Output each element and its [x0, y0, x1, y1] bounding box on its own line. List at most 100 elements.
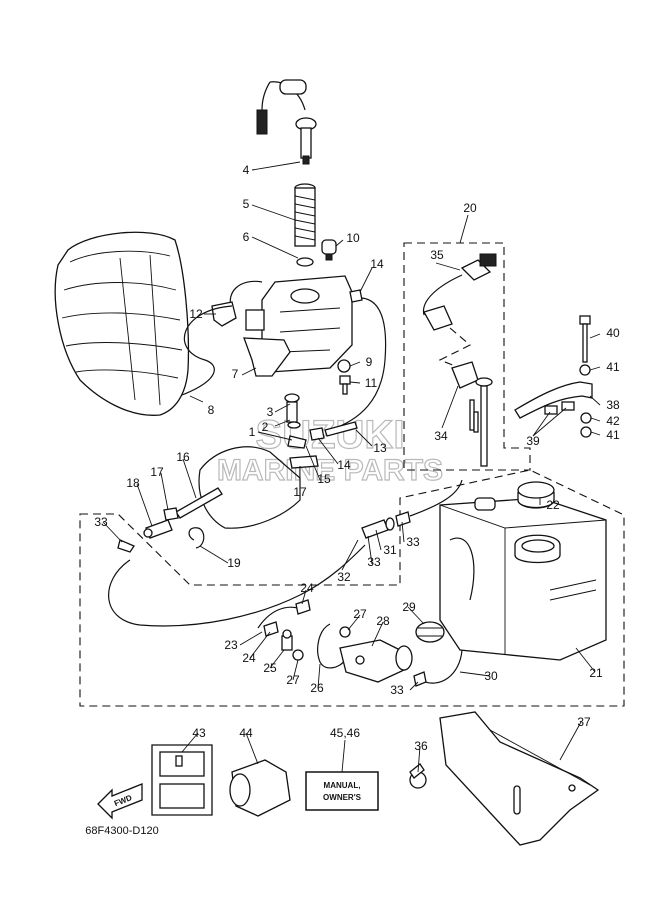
callout-25: 25: [263, 661, 277, 675]
callout-17-right: 17: [293, 485, 307, 499]
part-22-cap: [517, 481, 555, 509]
callout-33-left: 33: [94, 515, 108, 529]
part-19-clip: [188, 527, 205, 549]
callout-1: 1: [249, 425, 256, 439]
callout-19: 19: [227, 556, 241, 570]
diagram-code: 68F4300-D120: [85, 825, 158, 837]
callout-40: 40: [606, 326, 620, 340]
callout-21: 21: [589, 666, 603, 680]
part-6-oring: [296, 257, 314, 267]
callout-11: 11: [365, 376, 378, 390]
callout-37: 37: [577, 715, 591, 729]
part-41-washer-lower: [580, 426, 592, 438]
callout-27-lower: 27: [286, 673, 300, 687]
upper-return-hose: [409, 479, 463, 517]
callout-31: 31: [383, 543, 397, 557]
callout-3: 3: [267, 405, 274, 419]
callout-42: 42: [606, 414, 620, 428]
callout-13: 13: [373, 441, 387, 455]
group-20-outline: [403, 242, 531, 471]
lower-cowl-outline: [198, 446, 301, 529]
group-20-dashed-lead: [438, 327, 471, 369]
fwd-arrow: FWD: [97, 783, 143, 820]
callout-14-lower: 14: [337, 458, 351, 472]
callout-8: 8: [208, 403, 215, 417]
part-1-oil-tank-assy: [229, 275, 353, 373]
part-21-oil-tank: [439, 497, 607, 661]
manual-line-2: OWNER'S: [323, 793, 362, 802]
part-7-bracket: [243, 337, 291, 377]
callout-10: 10: [346, 231, 360, 245]
callout-2: 2: [262, 420, 269, 434]
part-11-bolt: [339, 375, 351, 395]
part-28-fuel-pump: [339, 639, 413, 683]
callout-29: 29: [402, 600, 416, 614]
callout-34: 34: [434, 429, 448, 443]
part-29-filter-cap: [415, 621, 445, 643]
part-33-clip-a: [117, 539, 135, 553]
callout-16: 16: [176, 450, 190, 464]
part-44-cover: [229, 759, 291, 817]
callout-32: 32: [337, 570, 351, 584]
part-37-tank-bracket: [439, 711, 600, 846]
callout-5: 5: [243, 197, 250, 211]
part-39-pads: [544, 401, 575, 415]
part-14-clip-upper: [349, 289, 363, 303]
watermark: SUZUKI MARINE PARTS: [216, 412, 443, 487]
callout-43: 43: [192, 726, 206, 740]
lower-assembly-outline: [79, 469, 625, 707]
part-5-filter: [294, 183, 316, 247]
callout-38: 38: [606, 398, 620, 412]
part-34-fuel-sender: [451, 361, 493, 467]
part-23-hose: [257, 606, 299, 629]
callout-15: 15: [317, 472, 331, 486]
part-17-clip-left: [163, 507, 179, 521]
part-26-hose: [317, 623, 346, 669]
part-16-hose: [175, 487, 223, 519]
callout-45-46: 45,46: [330, 726, 360, 740]
part-33-clip-b: [395, 511, 411, 527]
part-45-46-owners-manual: MANUAL, OWNER'S: [305, 771, 379, 811]
callout-4: 4: [243, 163, 250, 177]
callout-20: 20: [463, 201, 477, 215]
callout-23: 23: [224, 638, 238, 652]
engine-cover: [54, 231, 190, 416]
part-25-fitting: [281, 629, 293, 651]
callout-17-left: 17: [150, 465, 164, 479]
leader-lines: [102, 161, 601, 773]
part-27-clip-lower: [292, 649, 304, 661]
callout-35: 35: [430, 248, 444, 262]
part-18-fitting: [143, 519, 173, 539]
callout-14-upper: 14: [370, 257, 384, 271]
callout-26: 26: [310, 681, 324, 695]
callout-28: 28: [376, 614, 390, 628]
upper-tank-hose: [329, 297, 387, 431]
callout-18: 18: [126, 476, 140, 490]
part-8-hose: [181, 305, 233, 396]
part-27-clip-upper: [339, 626, 351, 638]
callout-30: 30: [484, 669, 498, 683]
callout-22: 22: [546, 498, 560, 512]
callout-6: 6: [243, 230, 250, 244]
callout-36: 36: [414, 739, 428, 753]
callout-27-upper: 27: [353, 607, 367, 621]
callout-33-bottom: 33: [390, 683, 404, 697]
part-32-hose: [108, 544, 366, 627]
callout-41-upper: 41: [606, 360, 620, 374]
part-24-clip-upper: [295, 599, 311, 615]
part-4-sensor-harness: [256, 79, 317, 165]
part-9-grommet: [337, 359, 351, 373]
part-40-bolt: [579, 315, 591, 363]
part-41-washer-upper: [579, 364, 591, 376]
parts-2-3-connectors: [284, 393, 301, 429]
callout-33-mid: 33: [367, 555, 381, 569]
part-35-harness: [422, 253, 497, 331]
part-42-washer: [580, 412, 592, 424]
part-30-hose: [419, 649, 463, 684]
callout-9: 9: [366, 355, 373, 369]
part-10-cap: [321, 239, 337, 261]
callout-41-lower: 41: [606, 428, 620, 442]
callout-7: 7: [232, 367, 239, 381]
part-43-decal: [151, 744, 213, 816]
